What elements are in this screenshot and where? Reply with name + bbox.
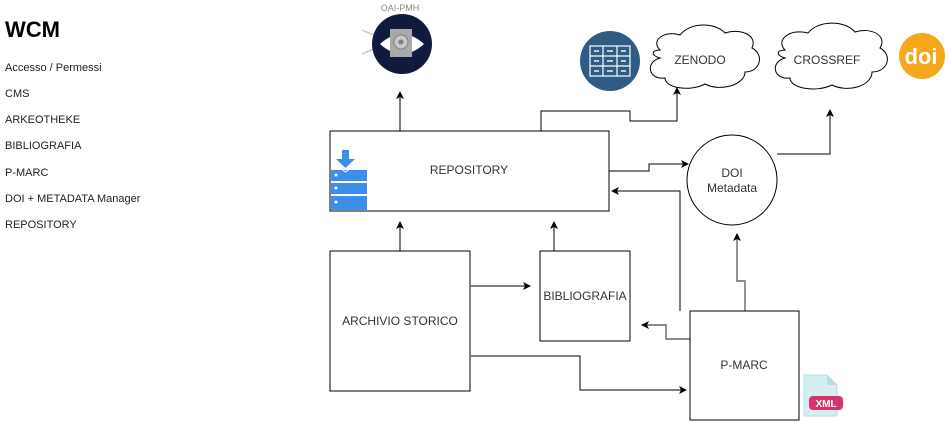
doi-metadata-label-line1: DOI	[721, 166, 742, 180]
sidebar-item-arkeotheke[interactable]: ARKEOTHEKE	[5, 114, 81, 126]
repository-label: REPOSITORY	[430, 163, 508, 177]
sidebar-item-pmarc[interactable]: P-MARC	[5, 167, 49, 179]
oai-pmh-icon[interactable]: OAI-PMH	[361, 3, 432, 74]
sidebar-item-doi-metadata[interactable]: DOI + METADATA Manager	[5, 193, 141, 205]
server-download-icon	[331, 150, 367, 210]
edge-pmarc-doi	[733, 233, 746, 311]
edge-pmarc-repository	[611, 187, 681, 311]
edges	[396, 87, 834, 394]
zenodo-node[interactable]: ZENODO	[650, 24, 760, 89]
archivio-storico-node[interactable]: ARCHIVIO STORICO	[329, 250, 471, 392]
doi-metadata-label-line2: Metadata	[707, 181, 757, 195]
sidebar-item-repository[interactable]: REPOSITORY	[5, 219, 77, 231]
xml-badge: XML	[815, 399, 836, 410]
edge-repository-zenodo	[540, 87, 681, 131]
zenodo-label: ZENODO	[674, 53, 725, 67]
sidebar-item-bibliografia[interactable]: BIBLIOGRAFIA	[5, 140, 82, 152]
pmarc-node[interactable]: P-MARC	[689, 310, 800, 421]
bibliografia-node[interactable]: BIBLIOGRAFIA	[539, 250, 631, 342]
crossref-label: CROSSREF	[794, 53, 861, 67]
app-title: WCM	[5, 17, 60, 42]
edge-pmarc-bibliografia	[641, 321, 690, 340]
doi-metadata-node[interactable]: DOI Metadata	[686, 134, 778, 226]
edge-archivio-pmarc	[471, 355, 687, 394]
sidebar-item-cms[interactable]: CMS	[5, 88, 30, 100]
archivio-storico-label: ARCHIVIO STORICO	[342, 314, 458, 328]
doi-logo-icon: doi	[899, 33, 945, 79]
oai-pmh-label: OAI-PMH	[381, 3, 420, 13]
crossref-node[interactable]: CROSSREF	[775, 22, 888, 90]
sidebar-item-accesso[interactable]: Accesso / Permessi	[5, 62, 102, 74]
doi-logo-text: doi	[905, 44, 938, 69]
xml-file-icon: XML	[803, 374, 843, 417]
bibliografia-label: BIBLIOGRAFIA	[543, 289, 626, 303]
repository-node[interactable]: REPOSITORY	[329, 130, 610, 212]
database-grid-icon	[580, 31, 640, 91]
pmarc-label: P-MARC	[720, 358, 768, 372]
edge-repository-doi	[609, 160, 689, 172]
edge-doi-crossref	[777, 109, 834, 155]
